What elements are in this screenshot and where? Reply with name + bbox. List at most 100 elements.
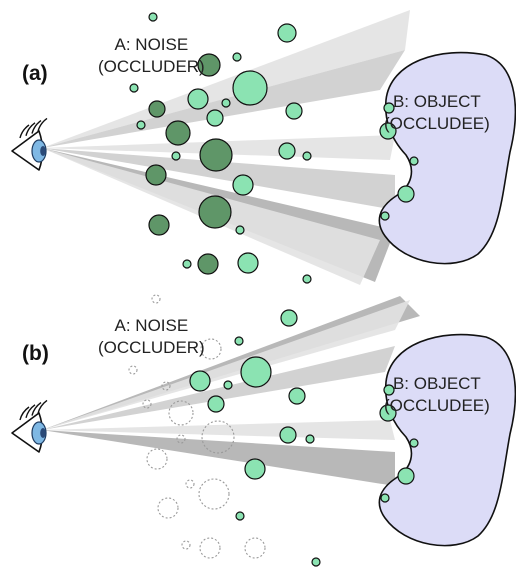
eyelash [19, 124, 30, 139]
noise-particle [305, 434, 315, 444]
eye-pupil [40, 428, 46, 438]
occluder-particle [145, 164, 167, 186]
object-occludee-shape [378, 51, 516, 265]
noise-particle [278, 142, 296, 160]
noise-particle [206, 109, 224, 127]
particle-on-object [379, 122, 397, 140]
noise-particle [232, 70, 268, 106]
sight-beam [42, 300, 410, 430]
noise-particle [232, 52, 242, 62]
noise-particle [187, 88, 209, 110]
noise-particle [240, 356, 272, 388]
eye-iris [31, 139, 47, 163]
noise-particle [232, 174, 254, 196]
noise-particle [280, 309, 298, 327]
removed-occluder-outline [200, 338, 222, 360]
noise-particle [311, 557, 321, 567]
panel-a-label: (a) [22, 62, 48, 85]
removed-occluder-outline [128, 365, 138, 375]
panel-b-object-line2: (OCCLUDEE) [384, 396, 490, 415]
eyelash [37, 117, 48, 132]
noise-particle [277, 23, 297, 43]
eye-pupil [40, 146, 46, 156]
occluder-particle [197, 53, 221, 77]
panel-b-noise-line2: (OCCLUDER) [98, 338, 205, 357]
occluder-particle [148, 214, 170, 236]
particle-on-object [409, 156, 419, 166]
eyelash [37, 399, 48, 414]
panel-b-noise-line1: A: NOISE [114, 316, 189, 335]
noise-particle [237, 252, 259, 274]
removed-occluder-outline [142, 399, 152, 409]
noise-particle [223, 380, 233, 390]
panel-b-noise-label: A: NOISE (OCCLUDER) [98, 315, 205, 359]
sight-beam [42, 50, 405, 148]
removed-occluder-outline [185, 479, 195, 489]
noise-particle [182, 259, 192, 269]
particle-on-object [397, 467, 415, 485]
occluder-particle [197, 253, 219, 275]
removed-occluder-outline [161, 381, 171, 391]
occluder-particle [198, 195, 232, 229]
panel-a-object-line1: B: OBJECT [392, 92, 481, 111]
removed-occluder-outline [176, 434, 186, 444]
sight-beam [42, 420, 395, 440]
removed-occluder-outline [244, 537, 266, 559]
removed-occluder-outline [151, 294, 161, 304]
noise-particle [279, 426, 297, 444]
sight-beam [42, 296, 420, 430]
eyelash [31, 402, 42, 416]
noise-particle [189, 370, 211, 392]
panel-a-object-line2: (OCCLUDEE) [384, 114, 490, 133]
eyelash [19, 406, 30, 421]
occluder-particle [199, 138, 233, 172]
removed-occluder-outline [198, 478, 230, 510]
sight-beam [42, 148, 395, 210]
sight-beam [42, 346, 395, 430]
eyelash [31, 120, 42, 134]
panel-b-object-line1: B: OBJECT [392, 374, 481, 393]
eyelash [25, 122, 36, 136]
noise-particle [129, 83, 139, 93]
noise-particle [207, 395, 225, 413]
noise-particle [235, 511, 245, 521]
panel-a [11, 10, 516, 285]
noise-particle [302, 151, 312, 161]
removed-occluder-outline [146, 448, 168, 470]
noise-particle [148, 12, 158, 22]
noise-particle [221, 98, 231, 108]
sight-beam [42, 430, 395, 486]
eyelash [25, 404, 36, 418]
panel-b-label: (b) [22, 342, 49, 365]
panel-a-noise-line2: (OCCLUDER) [98, 57, 205, 76]
panel-b [11, 294, 516, 567]
object-occludee-shape [378, 333, 516, 547]
panel-a-noise-label: A: NOISE (OCCLUDER) [98, 34, 205, 78]
panel-a-noise-line1: A: NOISE [114, 35, 189, 54]
particle-on-object [380, 211, 390, 221]
removed-occluder-outline [199, 537, 221, 559]
noise-particle [288, 387, 306, 405]
particle-on-object [409, 438, 419, 448]
removed-occluder-outline [201, 420, 235, 454]
noise-particle [285, 102, 303, 120]
panel-a-object-label: B: OBJECT (OCCLUDEE) [384, 91, 490, 135]
removed-occluder-outline [181, 540, 191, 550]
occluder-particle [165, 120, 191, 146]
particle-on-object [397, 185, 415, 203]
removed-occluder-outline [168, 400, 194, 426]
noise-particle [136, 120, 146, 130]
noise-particle [302, 274, 312, 284]
sight-beam [42, 10, 410, 148]
particle-on-object [379, 404, 397, 422]
noise-particle [234, 336, 244, 346]
panel-b-object-label: B: OBJECT (OCCLUDEE) [384, 373, 490, 417]
particle-on-object [383, 102, 395, 114]
removed-occluder-outline [157, 497, 179, 519]
eye-iris [31, 421, 47, 445]
noise-particle [235, 225, 245, 235]
noise-particle [244, 458, 266, 480]
particle-on-object [380, 493, 390, 503]
